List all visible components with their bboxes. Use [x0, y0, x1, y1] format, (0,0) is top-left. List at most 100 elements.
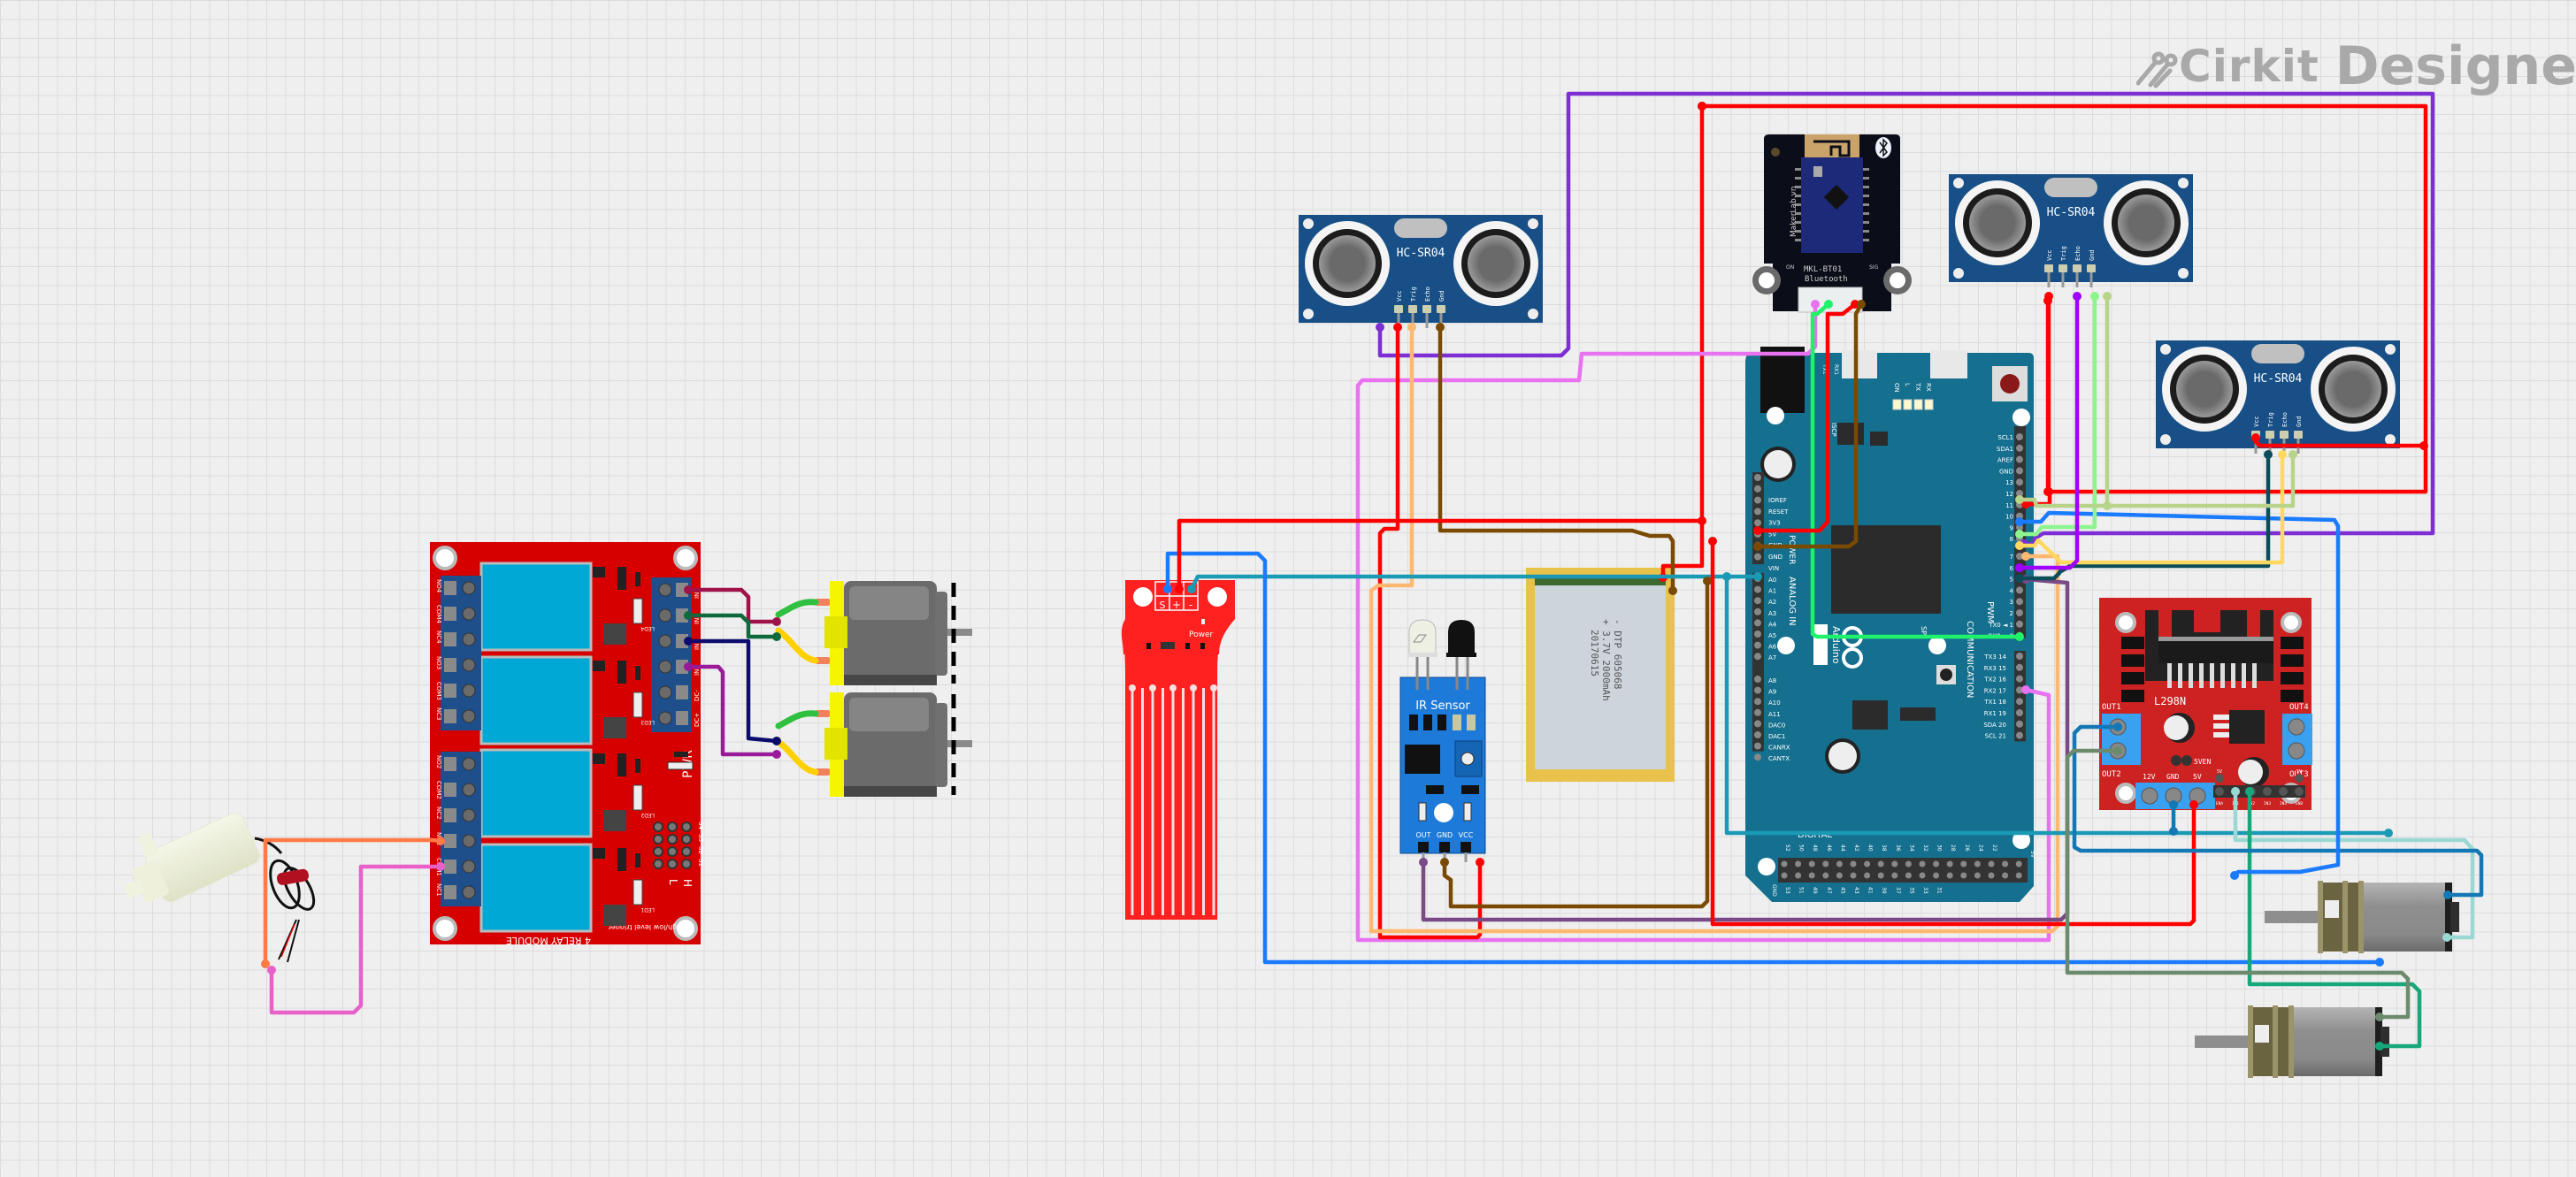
header-pin[interactable] — [2279, 787, 2288, 796]
header-pin[interactable] — [2016, 490, 2023, 497]
wire-red[interactable] — [1177, 518, 1705, 592]
header-pin[interactable] — [2016, 698, 2023, 706]
wire-blue[interactable] — [1165, 551, 2382, 965]
header-pin[interactable] — [1905, 872, 1912, 879]
us-pin[interactable] — [2073, 264, 2082, 272]
gear-motor[interactable] — [2195, 1005, 2389, 1078]
header-pin[interactable] — [2015, 860, 2022, 867]
header-pin[interactable] — [2002, 872, 2009, 879]
terminal-pin[interactable] — [444, 757, 456, 771]
us-pin[interactable] — [2294, 431, 2303, 439]
lipo-battery[interactable]: - DTP 605068 + 3.7V 2000mAh 20170615 — [1526, 568, 1675, 782]
water-pump[interactable] — [107, 794, 319, 963]
wire-endpoint[interactable] — [2419, 441, 2428, 450]
wire-endpoint[interactable] — [772, 617, 781, 626]
wire-endpoint[interactable] — [2021, 685, 2030, 694]
wire-pink[interactable] — [1355, 302, 2051, 943]
header-pin[interactable] — [1754, 496, 1761, 504]
wire-endpoint[interactable] — [2278, 450, 2287, 459]
header-pin[interactable] — [1754, 485, 1761, 493]
us-pin[interactable] — [2087, 264, 2096, 272]
wire-endpoint[interactable] — [1851, 300, 1859, 309]
ir-sensor[interactable]: IR Sensor OUT GND VCC — [1399, 619, 1486, 862]
header-pin[interactable] — [2016, 731, 2023, 739]
wire-endpoint[interactable] — [2044, 292, 2053, 301]
wire-endpoint[interactable] — [2021, 552, 2030, 561]
wire-brown[interactable] — [1442, 578, 1710, 909]
wire-endpoint[interactable] — [2015, 530, 2024, 539]
wire-endpoint[interactable] — [2073, 292, 2082, 301]
wire-endpoint[interactable] — [2103, 292, 2112, 301]
wire-endpoint[interactable] — [1824, 300, 1833, 309]
terminal-pin[interactable] — [676, 685, 688, 699]
header-pin[interactable] — [1960, 860, 1967, 867]
wire-endpoint[interactable] — [2169, 827, 2178, 836]
wire-endpoint[interactable] — [2375, 1042, 2384, 1051]
header-pin[interactable] — [1754, 686, 1761, 694]
header-pin[interactable] — [1754, 641, 1761, 649]
wire-endpoint[interactable] — [2044, 487, 2053, 496]
terminal-pin[interactable] — [676, 583, 688, 597]
us-pin[interactable] — [1437, 305, 1445, 313]
header-pin[interactable] — [2016, 686, 2023, 694]
wire-red[interactable] — [1660, 103, 1705, 580]
wire-sea_green[interactable] — [2247, 789, 2422, 1049]
header-pin[interactable] — [1754, 698, 1761, 706]
header-pin[interactable] — [1754, 585, 1761, 593]
us-pin[interactable] — [1422, 305, 1431, 313]
wire-endpoint[interactable] — [1668, 586, 1677, 595]
header-pin[interactable] — [1946, 860, 1953, 867]
wire-endpoint[interactable] — [1703, 577, 1712, 585]
wire-endpoint[interactable] — [261, 959, 270, 968]
wire-endpoint[interactable] — [684, 611, 693, 620]
header-pin[interactable] — [1781, 860, 1788, 867]
terminal-pin[interactable] — [444, 808, 456, 822]
header-pin[interactable] — [1754, 731, 1761, 738]
wire-olive_green[interactable] — [2104, 452, 2296, 508]
wire-endpoint[interactable] — [1753, 542, 1762, 551]
relay-module[interactable]: NO4COM4NC4NO3COM3NC3NO2COM2NC2NO1COM1NC1… — [430, 542, 704, 946]
wire-endpoint[interactable] — [1163, 585, 1172, 593]
wire-aqua[interactable] — [2233, 789, 2475, 940]
wire-endpoint[interactable] — [2015, 517, 2024, 526]
header-pin[interactable] — [1808, 860, 1815, 867]
header-pin[interactable] — [1905, 860, 1912, 867]
header-pin[interactable] — [1919, 860, 1926, 867]
wire-endpoint[interactable] — [436, 837, 445, 845]
header-pin[interactable] — [1864, 872, 1871, 879]
us-pin[interactable] — [2044, 264, 2053, 272]
wire-endpoint[interactable] — [1708, 537, 1717, 546]
us-pin[interactable] — [2058, 264, 2067, 272]
terminal-pin[interactable] — [444, 860, 456, 874]
wire-violet[interactable] — [2017, 294, 2080, 570]
wire-endpoint[interactable] — [2375, 958, 2384, 967]
gear-motor[interactable] — [2265, 881, 2459, 953]
header-pin[interactable] — [1891, 872, 1898, 879]
header-pin[interactable] — [1988, 872, 1995, 879]
wire-endpoint[interactable] — [2251, 433, 2260, 442]
us-pin[interactable] — [2266, 431, 2274, 439]
wire-brown[interactable] — [1438, 325, 1675, 593]
terminal-pin[interactable] — [444, 885, 456, 899]
wire-endpoint[interactable] — [684, 662, 693, 671]
wire-endpoint[interactable] — [2090, 292, 2099, 301]
header-pin[interactable] — [1822, 860, 1829, 867]
header-pin[interactable] — [1850, 860, 1857, 867]
header-pin[interactable] — [2016, 553, 2023, 560]
wire-endpoint[interactable] — [2015, 563, 2024, 572]
header-pin[interactable] — [2016, 444, 2023, 452]
terminal-pin[interactable] — [444, 581, 456, 595]
wire-endpoint[interactable] — [2169, 800, 2178, 809]
header-pin[interactable] — [2016, 586, 2023, 594]
header-pin[interactable] — [2295, 787, 2304, 796]
wire-teal[interactable] — [1189, 574, 1760, 592]
wire-endpoint[interactable] — [2375, 1013, 2384, 1021]
header-pin[interactable] — [1877, 872, 1884, 879]
wire-endpoint[interactable] — [1187, 585, 1196, 593]
header-pin[interactable] — [1754, 631, 1761, 638]
header-pin[interactable] — [1974, 860, 1981, 867]
wire-red[interactable] — [1755, 302, 1858, 533]
